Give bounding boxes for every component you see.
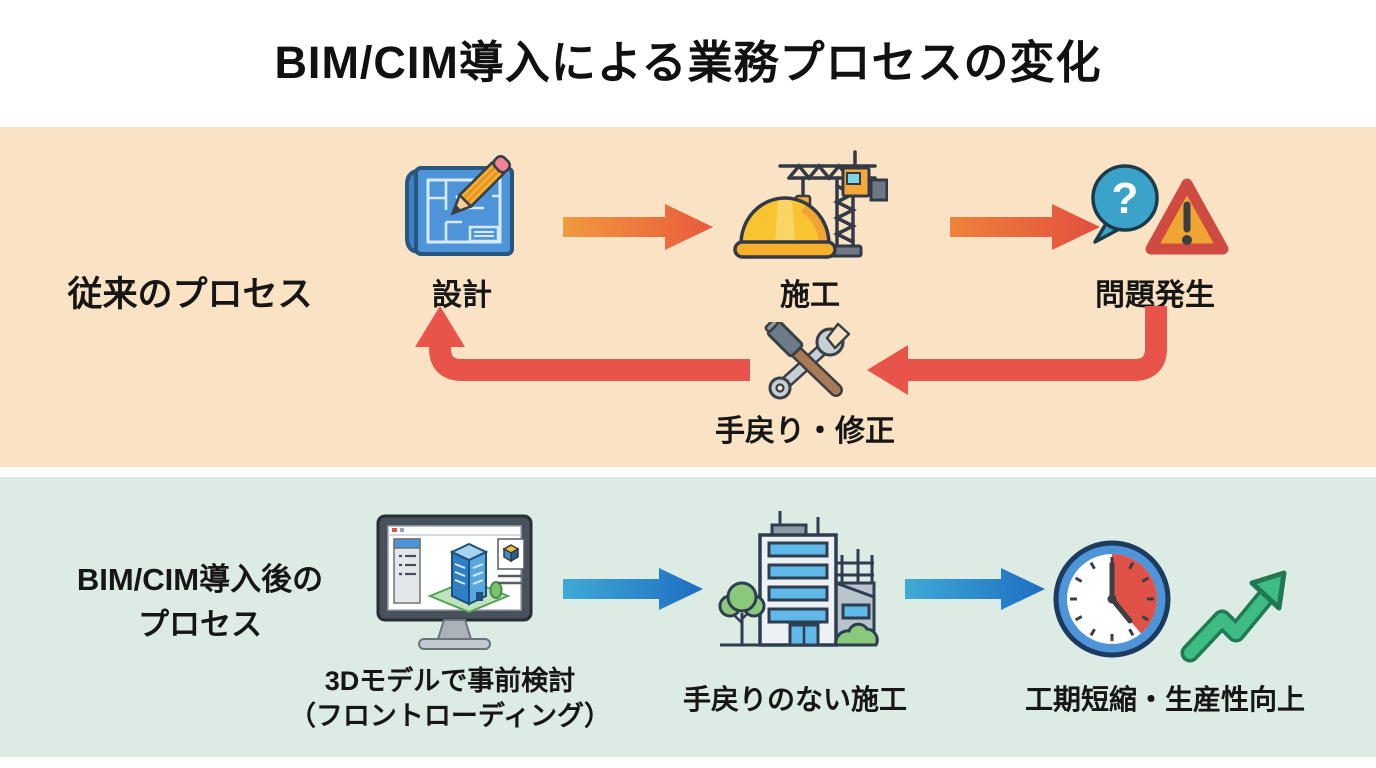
step-3d-model-label: 3Dモデルで事前検討 （フロントローディング） <box>270 664 630 734</box>
return-loop-arrow-icon <box>415 306 1167 395</box>
forward-arrow-2-icon <box>950 204 1100 250</box>
step-productivity-label: 工期短縮・生産性向上 <box>1024 684 1305 715</box>
bim-row-label-line2: プロセス <box>138 606 262 642</box>
clock-growth-icon <box>1053 540 1287 663</box>
step-design-label: 設計 <box>432 279 492 312</box>
step-no-rework-label: 手戻りのない施工 <box>682 684 907 715</box>
traditional-row-label: 従来のプロセス <box>67 275 313 314</box>
monitor-3d-model-icon <box>376 514 533 650</box>
blueprint-pencil-icon <box>405 154 514 256</box>
hammer-wrench-icon <box>764 322 851 400</box>
bim-row-label-line1: BIM/CIM導入後の <box>76 562 324 597</box>
forward-arrow-1-icon <box>563 204 713 250</box>
question-warning-icon: ? <box>1091 164 1229 255</box>
rework-label: 手戻り・修正 <box>715 415 895 448</box>
step-3d-model-label-line1: 3Dモデルで事前検討 <box>324 666 576 696</box>
step-3d-model-label-line2: （フロントローディング） <box>288 701 612 732</box>
step-construction-label: 施工 <box>780 279 840 312</box>
question-glyph: ? <box>1112 174 1139 223</box>
page-title: BIM/CIM導入による業務プロセスの変化 <box>274 37 1102 88</box>
bim-row-label: BIM/CIM導入後の プロセス <box>30 558 370 648</box>
building-construction-icon <box>718 511 879 647</box>
hardhat-crane-icon <box>733 150 888 259</box>
bim-arrow-1-icon <box>563 568 703 610</box>
bim-arrow-2-icon <box>905 568 1045 610</box>
